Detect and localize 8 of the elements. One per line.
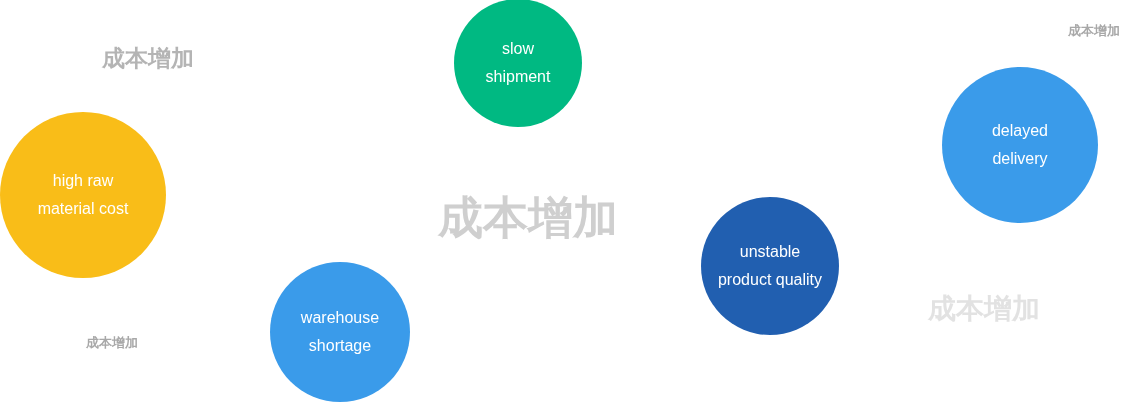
node-label: delayed delivery [990, 121, 1049, 169]
node-label: unstable product quality [716, 242, 824, 290]
background-text: 成本增加 [102, 44, 194, 73]
node-label: warehouse shortage [299, 308, 381, 356]
background-text: 成本增加 [86, 334, 138, 352]
background-text: 成本增加 [1068, 22, 1120, 40]
node-label: high raw material cost [36, 171, 130, 219]
node-label: slow shipment [484, 39, 552, 87]
